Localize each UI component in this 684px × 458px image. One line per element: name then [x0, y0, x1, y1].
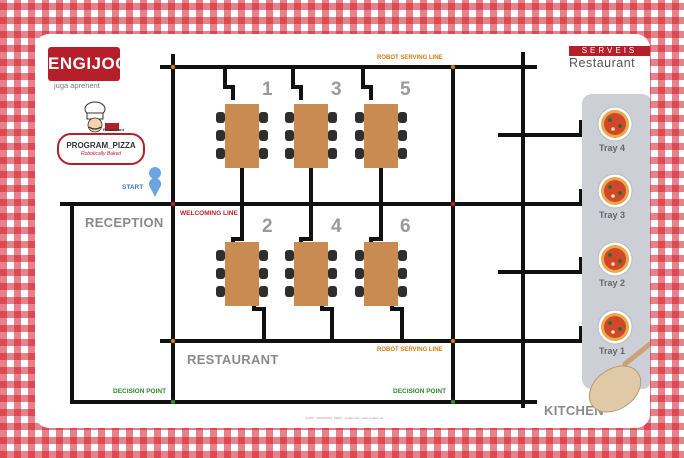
- tray-label: Tray 4: [599, 143, 626, 153]
- marker-dot-orange: [170, 338, 176, 344]
- track-segment: [231, 166, 244, 244]
- track-segment: [369, 166, 383, 244]
- robot-serving-line-bottom: ROBOT SERVING LINE: [377, 347, 443, 353]
- brand-logo: ENGIJOC: [48, 47, 129, 81]
- track-segment: [291, 65, 303, 100]
- track-lines: [60, 52, 585, 408]
- table-number: 2: [262, 216, 273, 237]
- decision-point-left: DECISION POINT: [113, 388, 167, 395]
- tray-label: Tray 2: [599, 278, 626, 288]
- mascot-logo: Restaurant PROGRAM_PIZZA Robotically Bak…: [45, 99, 150, 174]
- tray-label: Tray 1: [599, 346, 626, 356]
- brand-tagline: juga aprenent: [54, 81, 100, 90]
- mascot-title: PROGRAM_PIZZA: [66, 141, 136, 150]
- table-4: [285, 242, 337, 306]
- track-segment: [223, 65, 235, 100]
- track-segment: [299, 166, 313, 244]
- track-segment: [361, 65, 373, 100]
- table-6: [355, 242, 407, 306]
- zone-restaurant: RESTAURANT: [187, 352, 279, 367]
- marker-dot-green: [170, 399, 176, 405]
- table-number: 4: [331, 216, 342, 237]
- marker-dot-green: [450, 399, 456, 405]
- track-segment: [320, 304, 334, 343]
- kitchen-counter: [582, 94, 650, 389]
- table-5: [355, 104, 407, 168]
- table-2: [216, 242, 268, 306]
- mascot-sign: PROGRAM_PIZZA Robotically Baked: [57, 133, 145, 165]
- track: [60, 52, 585, 408]
- marker-dot-orange: [450, 338, 456, 344]
- marker-dot-orange: [170, 64, 176, 70]
- table-number: 5: [400, 79, 411, 100]
- zone-reception: RECEPTION: [85, 215, 164, 230]
- table-number: 1: [262, 79, 273, 100]
- marker-dot-orange: [450, 64, 456, 70]
- serveis-text: SERVEIS: [581, 46, 638, 55]
- marker-dot-red: [450, 201, 456, 207]
- tray-label: Tray 3: [599, 210, 626, 220]
- welcoming-line-label: WELCOMING LINE: [180, 210, 238, 217]
- start-pin-icon: [149, 167, 162, 197]
- track-segment: [390, 304, 404, 343]
- chef-mascot-icon: [84, 101, 119, 133]
- restaurant-word: Restaurant: [569, 56, 636, 70]
- play-mat: ENGIJOC juga aprenent SERVEIS Restaurant…: [35, 34, 650, 428]
- track-segment: [252, 304, 266, 343]
- table-3: [285, 104, 337, 168]
- decision-point-right: DECISION POINT: [393, 388, 447, 395]
- start-label: START: [122, 184, 144, 191]
- table-number: 6: [400, 216, 411, 237]
- footer-note: ©2019 · PROGRAM_PIZZA · engijoc.cat · ww…: [305, 416, 384, 420]
- serveis-badge: SERVEIS: [569, 46, 650, 56]
- table-number: 3: [331, 79, 342, 100]
- brand-logo-text: ENGIJOC: [48, 54, 129, 73]
- mascot-top-text: Restaurant: [103, 127, 124, 132]
- mascot-subtitle: Robotically Baked: [80, 151, 122, 157]
- table-1: [216, 104, 268, 168]
- tables: [216, 104, 407, 306]
- marker-dot-red: [170, 201, 176, 207]
- robot-serving-line-top: ROBOT SERVING LINE: [377, 55, 443, 61]
- zone-kitchen: KITCHEN: [544, 403, 604, 418]
